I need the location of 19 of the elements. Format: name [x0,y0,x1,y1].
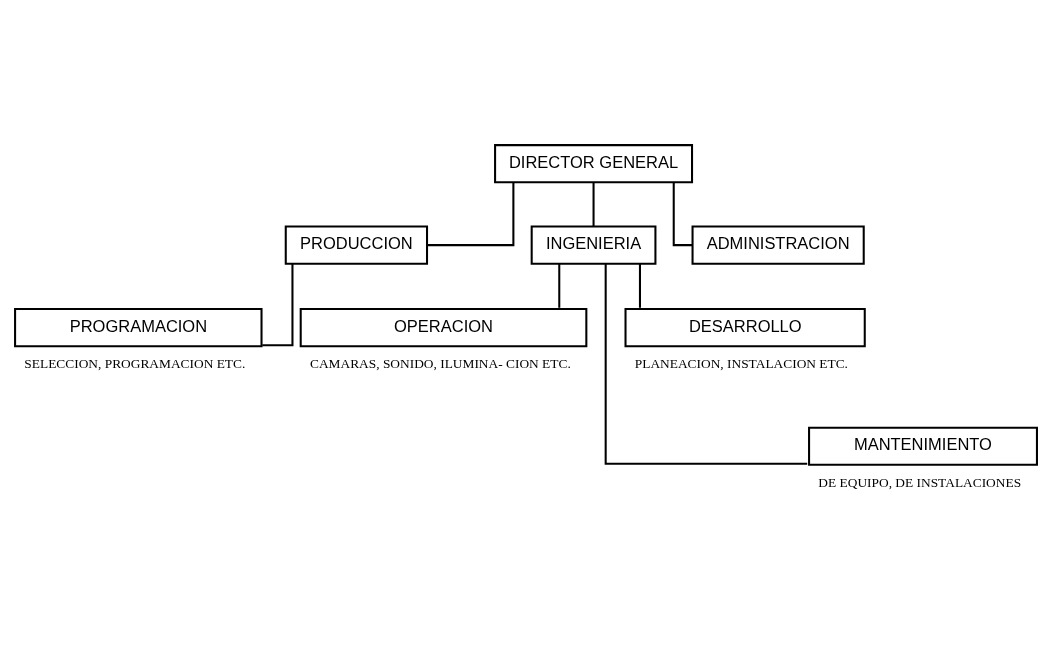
node-label: DE EQUIPO, DE INSTALACIONES [818,474,1022,490]
connector [558,263,561,308]
node-box: INGENIERIA [530,225,657,265]
node-box: OPERACION [299,307,588,347]
node-box: MANTENIMIENTO [808,426,1038,466]
node-box: DIRECTOR GENERAL [494,143,694,183]
connector [262,263,294,346]
node-label: SELECCION, PROGRAMACION ETC. [24,355,246,371]
node-box: PROGRAMACION [14,307,263,347]
connector [592,182,595,226]
node-box: DESARROLLO [624,307,866,347]
node-label: CAMARAS, SONIDO, ILUMINA- CION ETC. [309,355,571,371]
node-label: PLANEACION, INSTALACION ETC. [634,355,848,371]
connector [427,182,515,246]
node-box: PRODUCCION [284,225,429,265]
connector [604,263,808,465]
node-box: ADMINISTRACION [691,225,865,265]
connector [672,182,693,246]
connector [638,263,641,308]
